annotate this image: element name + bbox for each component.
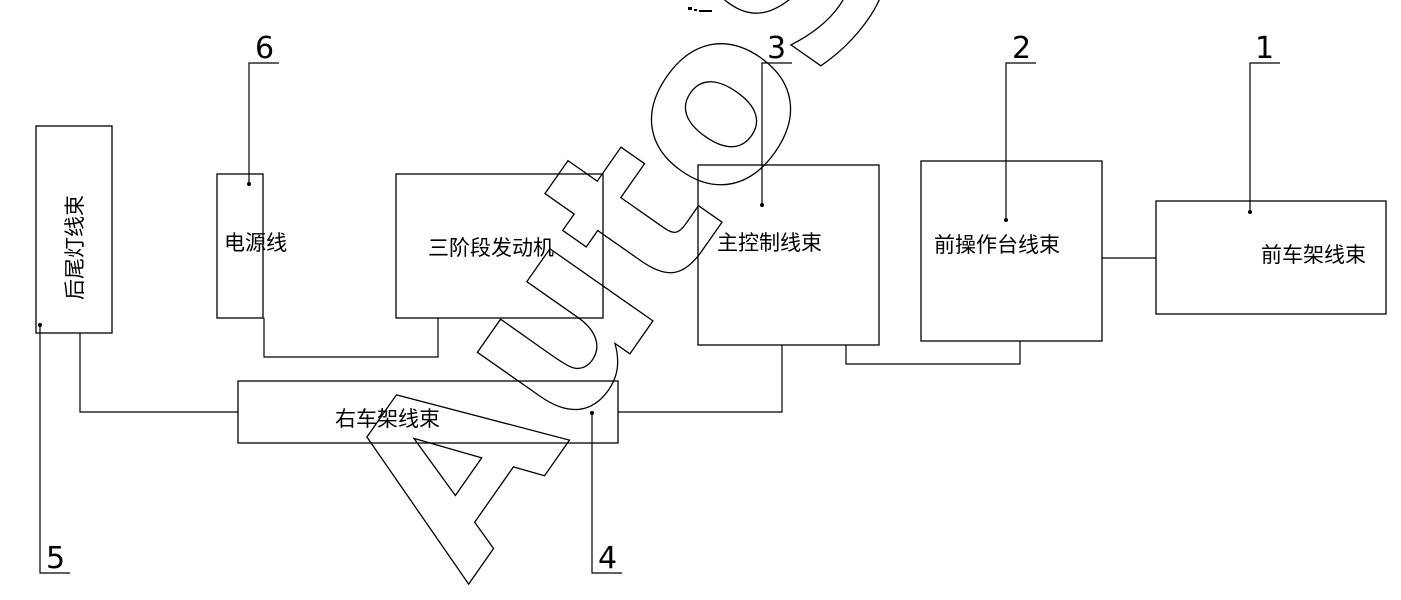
front-console-harness-label: 前操作台线束	[934, 233, 1060, 257]
callout-2: 2	[1012, 31, 1031, 66]
main-control-harness-label: 主控制线束	[717, 231, 822, 255]
right-frame-harness-label: 右车架线束	[335, 407, 440, 431]
watermark: AutoSoft	[294, 0, 1169, 600]
three-stage-engine-label: 三阶段发动机	[428, 236, 554, 260]
rear-tail-light-harness-box	[35, 125, 113, 334]
callout-4: 4	[598, 541, 617, 576]
callout-3: 3	[767, 31, 786, 66]
connecting-wires	[79, 257, 1156, 413]
callout-1: 1	[1255, 31, 1274, 66]
callout-6: 6	[255, 31, 274, 66]
power-line-label: 电源线	[224, 231, 287, 255]
front-frame-harness-label: 前车架线束	[1261, 243, 1366, 267]
three-stage-engine-box	[395, 173, 604, 319]
main-control-harness-box	[697, 164, 880, 346]
callout-leaders	[38, 62, 1280, 574]
callout-5: 5	[46, 541, 65, 576]
front-console-harness-box	[920, 160, 1103, 342]
power-line-box	[216, 173, 264, 319]
rear-tail-light-harness-label: 后尾灯线束	[63, 195, 87, 300]
top-marks	[688, 7, 712, 12]
